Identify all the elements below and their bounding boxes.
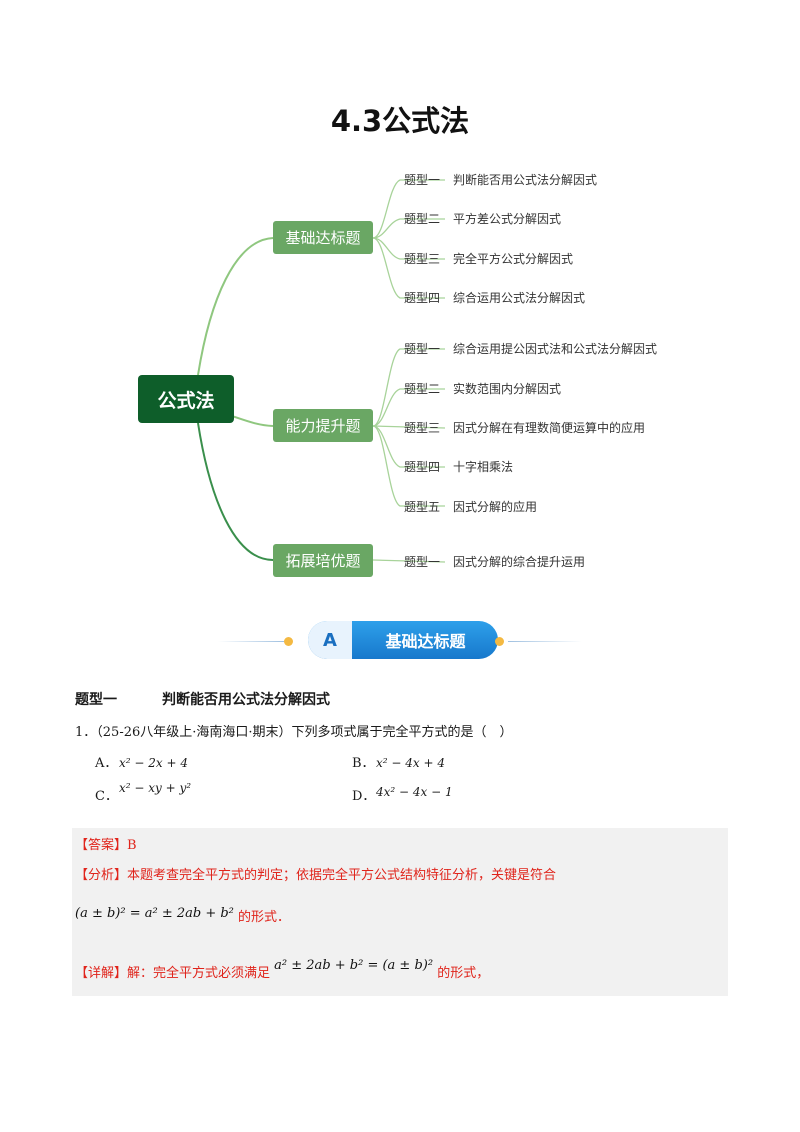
leaf-item: 题型四综合运用公式法分解因式 [404, 291, 586, 305]
leaf-item: 题型三因式分解在有理数简便运算中的应用 [404, 421, 646, 435]
question-text: （25-26八年级上·海南海口·期末）下列多项式属于完全平方式的是（ ） [96, 725, 513, 740]
section-heading: 题型一 判断能否用公式法分解因式 [75, 689, 330, 709]
leaf-item: 题型一判断能否用公式法分解因式 [404, 173, 598, 187]
detail-suffix: 的形式， [437, 966, 490, 981]
analysis-tag: 【分析】 [75, 868, 128, 883]
banner-dot-right [495, 637, 504, 646]
detail-line: 【详解】解：完全平方式必须满足 a² ± 2ab + b² = (a ± b)²… [75, 958, 490, 981]
leaf-item: 题型一因式分解的综合提升运用 [404, 555, 586, 569]
answer-value: B [127, 838, 137, 853]
option-b: B．x² − 4x + 4 [352, 756, 445, 771]
question-stem: 1．（25-26八年级上·海南海口·期末）下列多项式属于完全平方式的是（ ） [75, 721, 513, 740]
detail-text: 解：完全平方式必须满足 [127, 966, 271, 981]
leaf-item: 题型二平方差公式分解因式 [404, 212, 562, 226]
banner-label: 基础达标题 [385, 632, 466, 651]
analysis-formula-line: (a ± b)² = a² ± 2ab + b² 的形式． [75, 906, 290, 925]
leaf-item: 题型二实数范围内分解因式 [404, 382, 562, 396]
leaf-item: 题型一综合运用提公因式法和公式法分解因式 [404, 342, 658, 356]
answer-box [72, 828, 728, 996]
detail-formula: a² ± 2ab + b² = (a ± b)² [274, 958, 434, 973]
page-title: 4.3公式法 [330, 104, 470, 138]
leaf-item: 题型四十字相乘法 [404, 460, 514, 474]
mind-map-root: 公式法 [138, 375, 234, 423]
mind-map: 公式法 基础达标题 能力提升题 拓展培优题 题型一判断能否用公式法分解因式 题型… [138, 173, 658, 577]
banner-line-left [218, 641, 284, 642]
answer-tag: 【答案】 [75, 838, 128, 853]
banner-letter: A [308, 621, 352, 659]
branch-basic: 基础达标题 [273, 221, 373, 254]
analysis-formula: (a ± b)² = a² ± 2ab + b² [75, 906, 234, 921]
branch-advanced: 能力提升题 [273, 409, 373, 442]
leaf-item: 题型三完全平方公式分解因式 [404, 252, 574, 266]
analysis-text: 本题考查完全平方式的判定；依据完全平方公式结构特征分析，关键是符合 [127, 868, 557, 883]
option-d: D．4x² − 4x − 1 [352, 785, 453, 804]
section-number: 题型一 [75, 692, 117, 708]
leaf-item: 题型五因式分解的应用 [404, 500, 538, 514]
answer-line: 【答案】B [75, 834, 137, 853]
mind-map-connectors [197, 179, 446, 563]
detail-tag: 【详解】 [75, 966, 128, 981]
section-banner: A 基础达标题 [218, 619, 582, 663]
section-title: 判断能否用公式法分解因式 [162, 692, 330, 708]
analysis-line: 【分析】本题考查完全平方式的判定；依据完全平方公式结构特征分析，关键是符合 [75, 864, 556, 883]
option-a: A．x² − 2x + 4 [95, 756, 188, 771]
analysis-suffix: 的形式． [238, 910, 291, 925]
branch-extension: 拓展培优题 [273, 544, 373, 577]
question-number: 1． [75, 725, 97, 740]
banner-dot-left [284, 637, 293, 646]
banner-line-right [508, 641, 582, 642]
option-c: C．x² − xy + y² [95, 781, 192, 804]
